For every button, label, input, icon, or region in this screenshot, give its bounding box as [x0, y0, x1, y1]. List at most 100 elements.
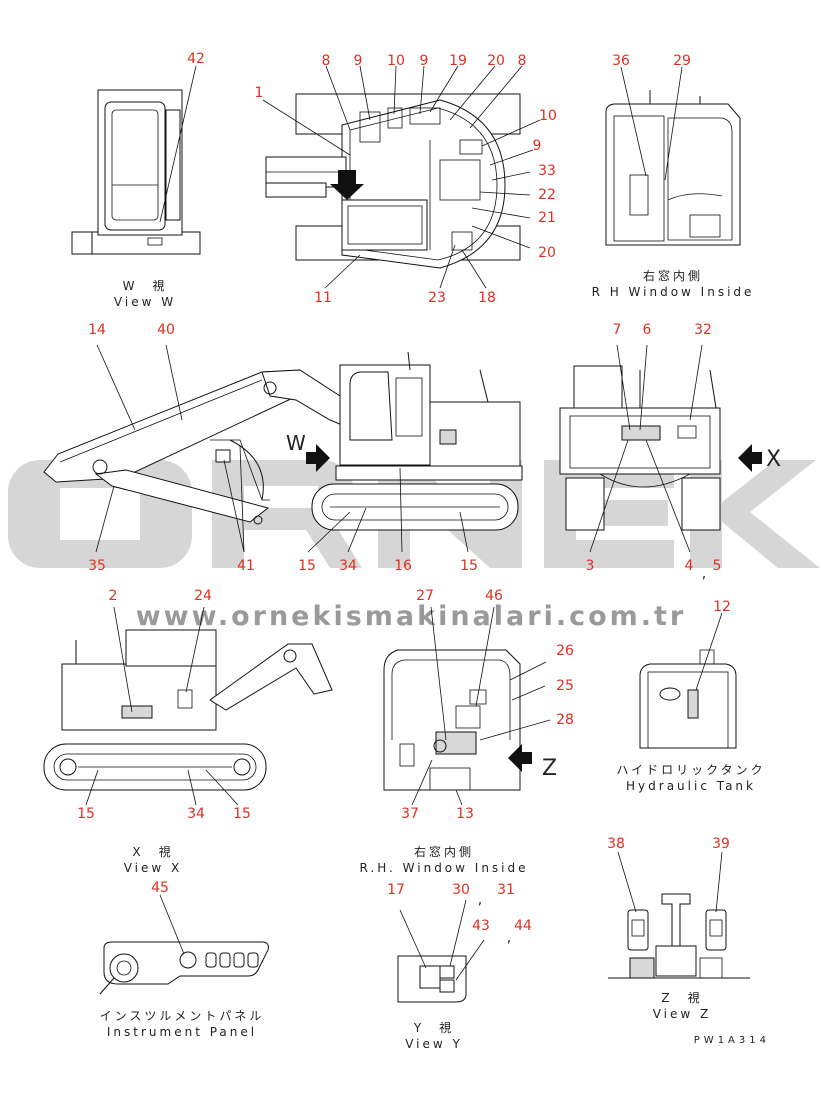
callout-45: 45 [151, 880, 169, 896]
view-letters: W X Z [286, 431, 781, 781]
view-y-drawing [397, 955, 467, 1003]
callout-13: 13 [456, 806, 474, 822]
callout-8: 8 [322, 53, 331, 69]
callout-17: 17 [387, 882, 405, 898]
caption-rh-window-mid-en: R.H. Window Inside [359, 861, 528, 875]
callout-46: 46 [485, 588, 503, 604]
callout-27: 27 [416, 588, 434, 604]
callout-34: 34 [339, 558, 357, 574]
caption-instrument-panel-en: Instrument Panel [107, 1025, 257, 1039]
callout-18: 18 [478, 290, 496, 306]
caption-view-y-en: View Y [405, 1037, 463, 1051]
side-view-leaders [95, 344, 469, 553]
rear-view-leaders [589, 344, 703, 553]
callout-23: 23 [428, 290, 446, 306]
view-y-leaders [399, 899, 485, 981]
callout-14: 14 [88, 322, 106, 338]
caption-rh-window-mid-jp: 右窓内側 [414, 844, 474, 859]
callout-19: 19 [449, 53, 467, 69]
callout-15: 15 [77, 806, 95, 822]
caption-view-z-en: View Z [653, 1007, 712, 1021]
callout-42: 42 [187, 51, 205, 67]
callout-12: 12 [713, 599, 731, 615]
caption-view-w-jp: W 視 [123, 278, 168, 293]
view-letter-x: X [766, 447, 781, 472]
callout-15: 15 [298, 558, 316, 574]
caption-view-y-jp: Y 視 [413, 1020, 454, 1035]
caption-view-z-jp: Z 視 [661, 990, 702, 1005]
caption-instrument-panel-jp: インスツルメントパネル [100, 1009, 265, 1023]
caption-view-w-en: View W [114, 295, 176, 309]
callout-43: 43 [472, 918, 490, 934]
callout-40: 40 [157, 322, 175, 338]
callout-39: 39 [712, 836, 730, 852]
callout-29: 29 [673, 53, 691, 69]
callout-20: 20 [487, 53, 505, 69]
top-plan-view [265, 93, 521, 269]
callout-9: 9 [420, 53, 429, 69]
callout-3: 3 [586, 558, 595, 574]
callout-44: 44 [514, 918, 532, 934]
callout-22: 22 [538, 187, 556, 203]
view-x-leaders [85, 606, 239, 806]
callout-21: 21 [538, 210, 556, 226]
callout-10: 10 [539, 108, 557, 124]
callout-24: 24 [194, 588, 212, 604]
callout-4: 4 [685, 558, 694, 574]
callout-31: 31 [497, 882, 515, 898]
callout-28: 28 [556, 712, 574, 728]
callout-5: 5 [713, 558, 722, 574]
hydraulic-tank-drawing [639, 649, 737, 749]
caption-hydraulic-tank-jp: ハイドロリックタンク [616, 763, 765, 777]
callout-8: 8 [518, 53, 527, 69]
callout-11: 11 [314, 290, 332, 306]
callout-comma: , [702, 566, 706, 582]
callout-30: 30 [452, 882, 470, 898]
instrument-panel-drawing [99, 941, 269, 995]
callout-10: 10 [387, 53, 405, 69]
callout-37: 37 [401, 806, 419, 822]
callout-35: 35 [88, 558, 106, 574]
watermark-url: www.ornekismakinalari.com.tr [136, 601, 687, 632]
callout-16: 16 [394, 558, 412, 574]
caption-hydraulic-tank-en: Hydraulic Tank [626, 779, 756, 793]
captions: W 視 View W 右窓内側 R H Window Inside X 視 Vi… [100, 268, 770, 1051]
callout-6: 6 [643, 322, 652, 338]
caption-view-x-jp: X 視 [132, 844, 173, 859]
caption-rh-window-top-en: R H Window Inside [592, 285, 755, 299]
view-z-leaders [617, 851, 723, 913]
view-letter-w: W [286, 431, 306, 455]
view-letter-z: Z [542, 756, 557, 781]
top-view-leaders [262, 65, 541, 289]
callout-9: 9 [354, 53, 363, 69]
callout-36: 36 [612, 53, 630, 69]
callout-7: 7 [613, 322, 622, 338]
callout-38: 38 [607, 836, 625, 852]
rear-view-x-drawing [559, 365, 762, 531]
callout-2: 2 [109, 588, 118, 604]
callout-15: 15 [460, 558, 478, 574]
callout-15: 15 [233, 806, 251, 822]
callout-34: 34 [187, 806, 205, 822]
callout-41: 41 [237, 558, 255, 574]
view-x-drawing [43, 629, 333, 791]
rh-window-mid-leaders [411, 606, 551, 806]
view-w-drawing [71, 89, 201, 255]
callout-comma: , [507, 930, 511, 946]
callout-9: 9 [533, 138, 542, 154]
callout-numbers: 42 1 8 9 10 9 19 20 8 10 9 33 22 21 20 1… [77, 51, 731, 946]
callout-comma: , [478, 892, 482, 908]
side-view-excavator [43, 351, 523, 531]
caption-view-x-en: View X [124, 861, 183, 875]
caption-rh-window-top-jp: 右窓内側 [643, 268, 703, 283]
callout-20: 20 [538, 245, 556, 261]
view-z-drawing [608, 893, 750, 979]
callout-32: 32 [694, 322, 712, 338]
drawing-code: PW1A314 [694, 1035, 770, 1046]
callout-26: 26 [556, 643, 574, 659]
callout-33: 33 [538, 163, 556, 179]
rh-window-top-drawing [605, 90, 741, 246]
rh-window-mid-drawing [383, 649, 532, 791]
callout-1: 1 [255, 85, 264, 101]
